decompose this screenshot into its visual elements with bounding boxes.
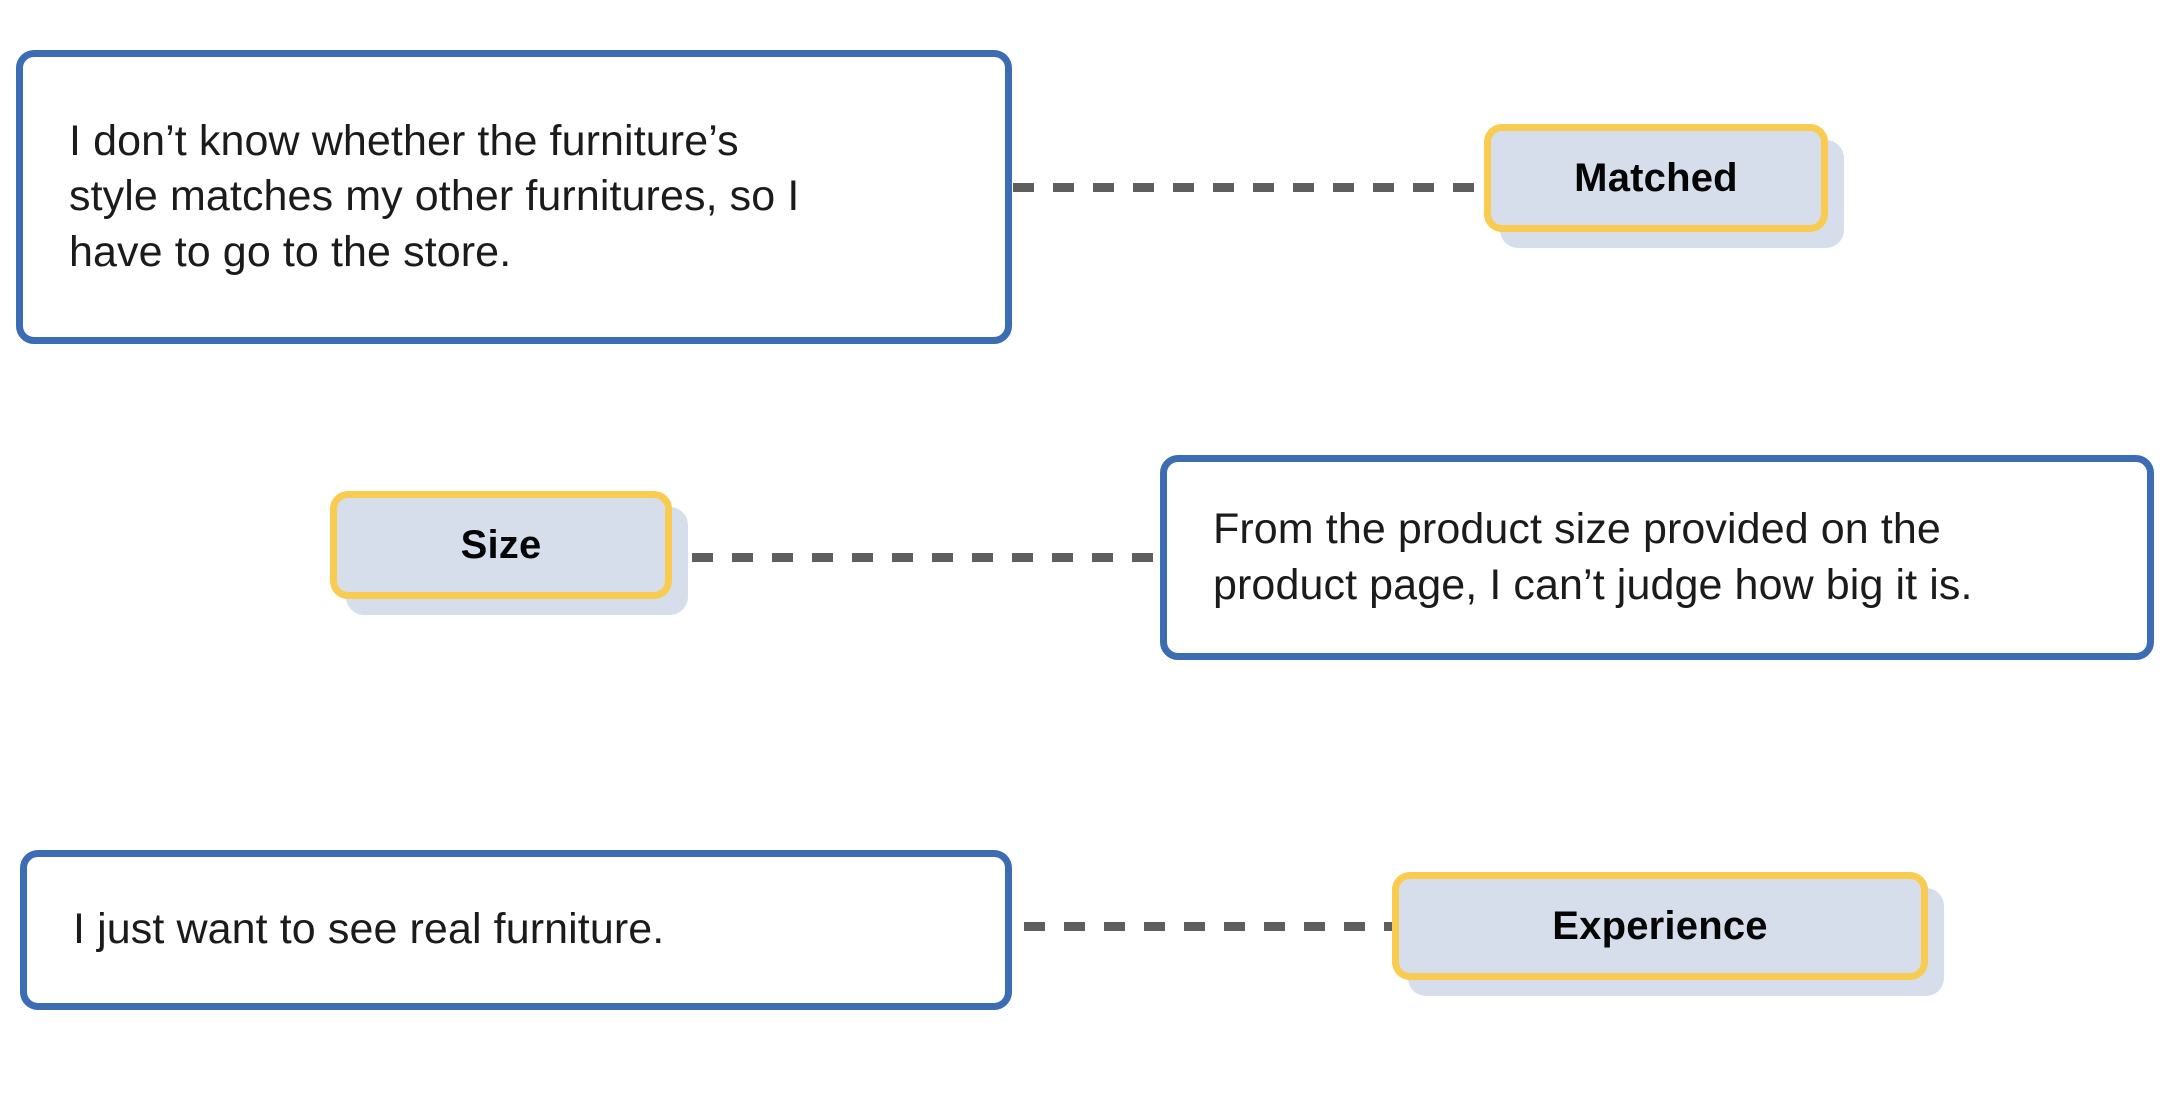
quote-text: I just want to see real furniture. — [73, 905, 665, 954]
connector-experience — [1024, 922, 1394, 931]
quote-box-matched: I don’t know whether the furniture’s sty… — [16, 50, 1012, 344]
chip-body: Experience — [1392, 872, 1928, 980]
quote-text: From the product size provided on the pr… — [1213, 505, 1973, 609]
code-chip-experience[interactable]: Experience — [1392, 872, 1944, 996]
code-chip-size[interactable]: Size — [330, 491, 688, 615]
chip-body: Matched — [1484, 124, 1828, 232]
quote-box-experience: I just want to see real furniture. — [20, 850, 1012, 1010]
code-chip-matched[interactable]: Matched — [1484, 124, 1844, 248]
connector-matched — [1013, 183, 1485, 192]
quote-box-size: From the product size provided on the pr… — [1160, 455, 2154, 660]
code-chip-label: Matched — [1574, 155, 1738, 200]
code-chip-label: Size — [460, 522, 542, 567]
code-chip-label: Experience — [1552, 903, 1768, 948]
chip-body: Size — [330, 491, 672, 599]
quote-text: I don’t know whether the furniture’s sty… — [69, 117, 800, 276]
connector-size — [692, 553, 1162, 562]
